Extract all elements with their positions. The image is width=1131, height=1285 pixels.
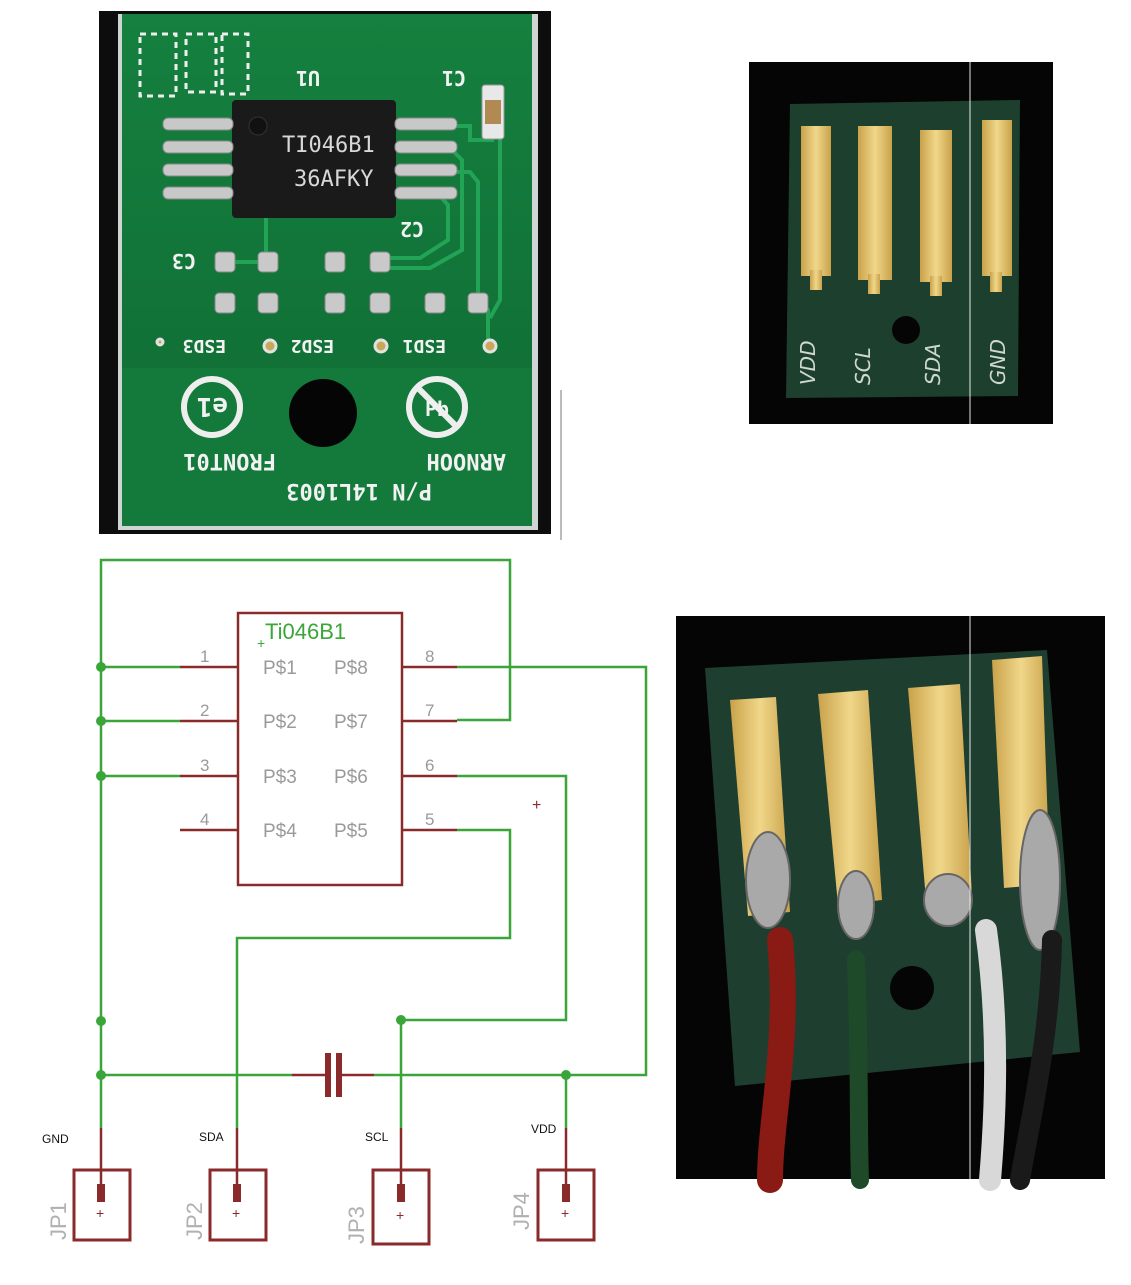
chip-soic8: TI046B1 36AFKY <box>162 100 458 218</box>
contact-hole <box>892 316 920 344</box>
schematic: Ti046B1 + 1 2 3 4 8 7 6 5 P$1 P$2 P$3 P$… <box>42 558 648 1246</box>
jumper-jp1: + JP1 <box>46 1128 132 1242</box>
chip-marking-line1: TI046B1 <box>282 133 375 158</box>
svg-text:Pb: Pb <box>425 397 449 421</box>
handwritten-gnd: GND <box>986 339 1010 385</box>
jumper-jp3: + JP3 <box>344 1128 431 1246</box>
solder-joints <box>745 809 1061 951</box>
wire-white <box>975 919 1007 1191</box>
silk-esd3: ESD3 <box>183 335 226 356</box>
svg-text:+: + <box>396 1207 404 1223</box>
silk-c1: C1 <box>442 66 466 90</box>
pcb-back <box>786 100 1020 398</box>
chip-marking-line2: 36AFKY <box>294 167 373 192</box>
wire-black <box>1010 930 1062 1190</box>
pin-5-name: P$5 <box>334 821 368 842</box>
handwritten-scl: SCL <box>851 347 875 385</box>
pin-6-name: P$6 <box>334 767 368 788</box>
jp2-label: JP2 <box>182 1202 207 1240</box>
net-label-vdd: VDD <box>531 1122 557 1136</box>
silk-box-marks <box>138 32 250 98</box>
svg-text:+: + <box>561 1205 569 1221</box>
pin-3-name: P$3 <box>263 767 297 788</box>
vias <box>155 337 498 354</box>
pin-7-number: 7 <box>425 701 434 720</box>
pin-8-number: 8 <box>425 647 434 666</box>
wire-green <box>847 951 869 1189</box>
silk-front: FRONT01 <box>183 448 276 473</box>
net-label-sda: SDA <box>199 1130 224 1144</box>
origin-cross: + <box>532 797 541 814</box>
jumper-jp2: + JP2 <box>182 1128 268 1242</box>
pin-stubs <box>180 665 457 832</box>
pin-2-number: 2 <box>200 701 209 720</box>
wires <box>99 558 648 1128</box>
silk-arnooh: ARNOOH <box>427 448 506 473</box>
jp1-label: JP1 <box>46 1202 71 1240</box>
silk-u1: U1 <box>296 66 320 90</box>
pin-1-name: P$1 <box>263 658 297 679</box>
silk-c2: C2 <box>400 217 424 241</box>
handwritten-sda: SDA <box>921 343 945 385</box>
pin-3-number: 3 <box>200 756 209 775</box>
wire-red <box>757 927 796 1193</box>
net-label-scl: SCL <box>365 1130 389 1144</box>
silk-esd1: ESD1 <box>403 335 446 356</box>
svg-text:+: + <box>257 635 265 651</box>
pin-5-number: 5 <box>425 810 434 829</box>
gold-contacts <box>801 120 1012 296</box>
junction-dots <box>96 662 571 1080</box>
pin-2-name: P$2 <box>263 712 297 733</box>
silk-c3: C3 <box>172 249 196 273</box>
net-label-gnd: GND <box>42 1132 69 1146</box>
no-lead-logo: Pb <box>406 376 468 438</box>
capacitor-symbol <box>292 1053 374 1097</box>
pin-4-name: P$4 <box>263 821 297 842</box>
wired-hole <box>890 966 934 1010</box>
pin-7-name: P$7 <box>334 712 368 733</box>
photo-pcb-wired <box>676 616 1105 1193</box>
pin-6-number: 6 <box>425 756 434 775</box>
photo-pcb-contacts: VDD SCL SDA GND <box>749 62 1053 424</box>
jumper-jp4: + JP4 <box>509 1128 596 1242</box>
pin-4-number: 4 <box>200 810 209 829</box>
chip-symbol <box>236 611 404 887</box>
photo-pcb-front: TI046B1 36AFKY <box>99 11 551 534</box>
pin-8-name: P$8 <box>334 658 368 679</box>
e1-logo: e1 <box>181 376 243 438</box>
smd-pads <box>214 251 489 314</box>
hookup-wires <box>757 919 1062 1193</box>
silk-pn: P/N 14L1003 <box>286 478 432 503</box>
jp4-label: JP4 <box>509 1192 534 1230</box>
mounting-hole <box>289 379 357 447</box>
pin-1-number: 1 <box>200 647 209 666</box>
svg-text:+: + <box>232 1205 240 1221</box>
svg-text:e1: e1 <box>197 391 228 421</box>
silk-esd2: ESD2 <box>291 335 334 356</box>
handwritten-vdd: VDD <box>796 341 820 385</box>
chip-name: Ti046B1 <box>265 619 346 644</box>
svg-text:+: + <box>96 1205 104 1221</box>
jp3-label: JP3 <box>344 1206 369 1244</box>
